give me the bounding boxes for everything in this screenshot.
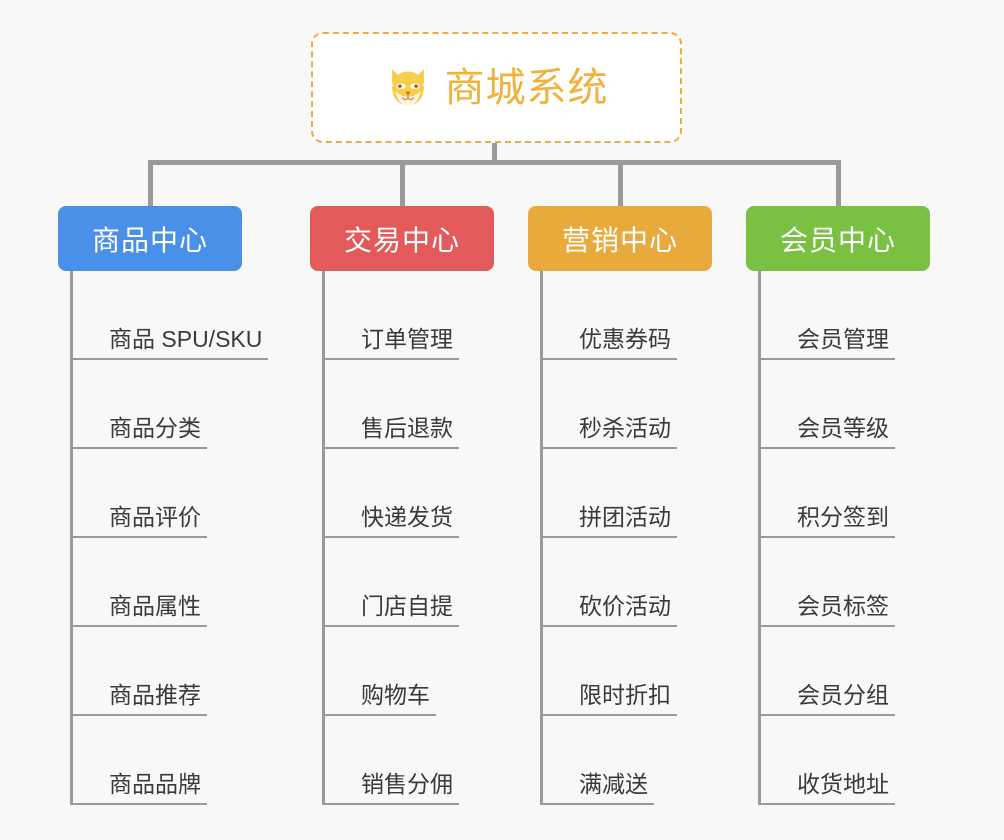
column-spine	[70, 271, 73, 805]
column-spine	[758, 271, 761, 805]
leaf-item-label: 商品品牌	[73, 771, 207, 805]
root-node-content: 商城系统	[385, 65, 609, 111]
shiba-dog-icon	[391, 68, 424, 105]
category-header-member-center[interactable]: 会员中心	[746, 206, 930, 271]
leaf-item[interactable]: 快递发货	[325, 449, 459, 538]
connector-drop-product-center	[147, 160, 153, 206]
leaf-item-label: 会员标签	[761, 593, 895, 627]
leaf-item-label: 购物车	[325, 682, 436, 716]
root-node[interactable]: 商城系统	[311, 32, 682, 143]
leaf-item[interactable]: 拼团活动	[543, 449, 677, 538]
leaf-item[interactable]: 订单管理	[325, 271, 459, 360]
leaf-item-label: 销售分佣	[325, 771, 459, 805]
leaf-item-label: 限时折扣	[543, 682, 677, 716]
leaf-item-label: 商品推荐	[73, 682, 207, 716]
leaf-item-label: 会员管理	[761, 326, 895, 360]
leaf-item[interactable]: 优惠券码	[543, 271, 677, 360]
leaf-item-label: 商品分类	[73, 415, 207, 449]
leaf-item[interactable]: 秒杀活动	[543, 360, 677, 449]
root-title: 商城系统	[444, 65, 609, 110]
category-header-label: 会员中心	[779, 224, 896, 256]
leaf-item[interactable]: 满减送	[543, 716, 654, 805]
leaf-item-label: 满减送	[543, 771, 654, 805]
leaf-item[interactable]: 售后退款	[325, 360, 459, 449]
leaf-item[interactable]: 商品推荐	[73, 627, 207, 716]
leaf-item-label: 积分签到	[761, 504, 895, 538]
leaf-item[interactable]: 商品属性	[73, 538, 207, 627]
leaf-item-label: 商品属性	[73, 593, 207, 627]
leaf-item-label: 砍价活动	[543, 593, 677, 627]
leaf-item-label: 秒杀活动	[543, 415, 677, 449]
category-header-label: 商品中心	[91, 224, 208, 256]
connector-drop-marketing-center	[617, 160, 623, 206]
column-spine	[322, 271, 325, 805]
leaf-item-label: 门店自提	[325, 593, 459, 627]
leaf-item-label: 会员分组	[761, 682, 895, 716]
leaf-item[interactable]: 会员管理	[761, 271, 895, 360]
leaf-item[interactable]: 商品品牌	[73, 716, 207, 805]
leaf-item[interactable]: 商品评价	[73, 449, 207, 538]
leaf-item-label: 商品评价	[73, 504, 207, 538]
category-header-trade-center[interactable]: 交易中心	[310, 206, 494, 271]
leaf-item[interactable]: 会员等级	[761, 360, 895, 449]
category-header-label: 营销中心	[561, 224, 678, 256]
leaf-item-label: 收货地址	[761, 771, 895, 805]
column-spine	[540, 271, 543, 805]
leaf-item-label: 拼团活动	[543, 504, 677, 538]
connector-drop-trade-center	[399, 160, 405, 206]
category-header-label: 交易中心	[343, 224, 460, 256]
leaf-item[interactable]: 门店自提	[325, 538, 459, 627]
leaf-item-label: 商品 SPU/SKU	[73, 326, 269, 360]
leaf-item[interactable]: 积分签到	[761, 449, 895, 538]
leaf-item-label: 订单管理	[325, 326, 459, 360]
category-header-marketing-center[interactable]: 营销中心	[528, 206, 712, 271]
connector-root-stem	[492, 143, 497, 164]
leaf-item[interactable]: 限时折扣	[543, 627, 677, 716]
category-header-product-center[interactable]: 商品中心	[58, 206, 242, 271]
connector-horizontal-bar	[148, 160, 841, 165]
leaf-item-label: 会员等级	[761, 415, 895, 449]
leaf-item[interactable]: 商品分类	[73, 360, 207, 449]
leaf-item-label: 优惠券码	[543, 326, 677, 360]
leaf-item[interactable]: 商品 SPU/SKU	[73, 271, 269, 360]
leaf-item-label: 快递发货	[325, 504, 459, 538]
leaf-item[interactable]: 收货地址	[761, 716, 895, 805]
leaf-item-label: 售后退款	[325, 415, 459, 449]
leaf-item[interactable]: 会员分组	[761, 627, 895, 716]
leaf-item[interactable]: 会员标签	[761, 538, 895, 627]
leaf-item[interactable]: 砍价活动	[543, 538, 677, 627]
leaf-item[interactable]: 购物车	[325, 627, 436, 716]
leaf-item[interactable]: 销售分佣	[325, 716, 459, 805]
connector-drop-member-center	[835, 160, 841, 206]
